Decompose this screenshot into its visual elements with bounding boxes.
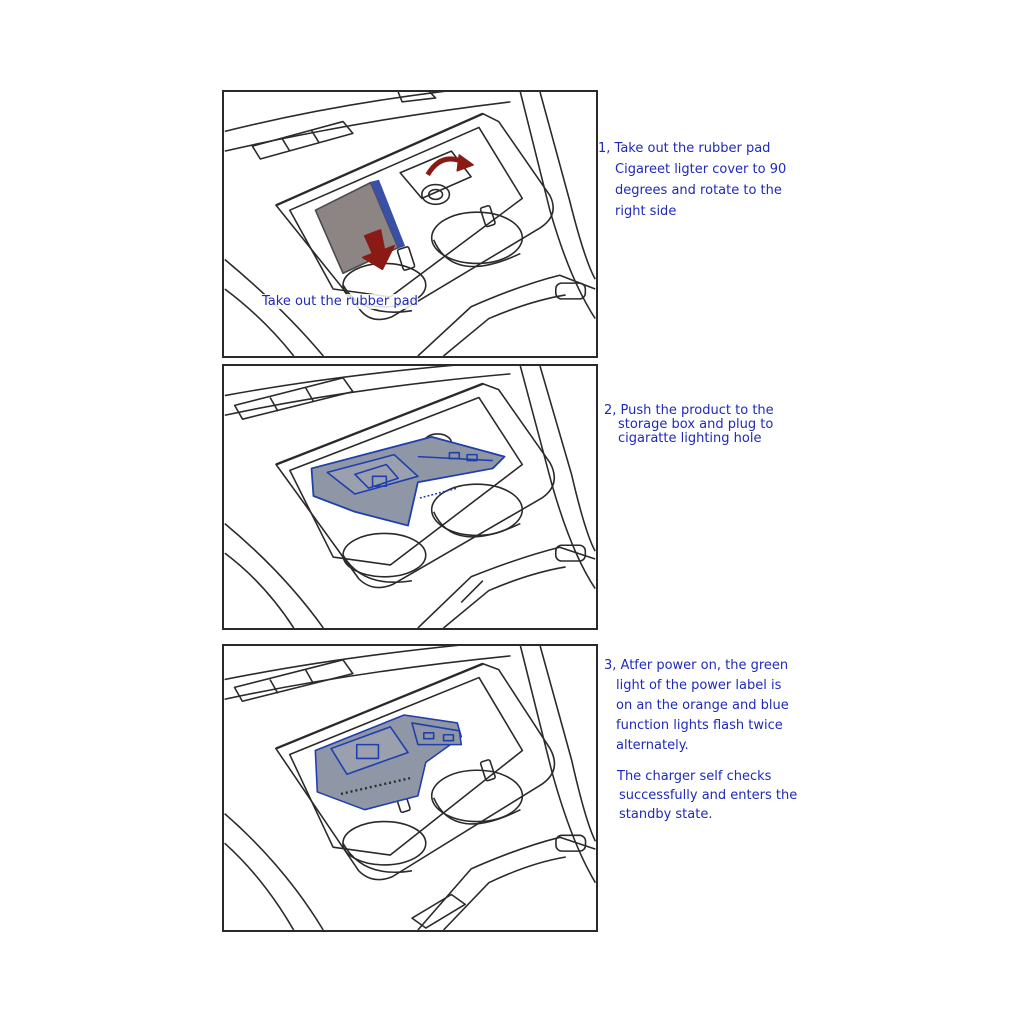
caption-line: 1, Take out the rubber pad	[598, 141, 771, 156]
note-line: The charger self checks	[617, 769, 772, 784]
step-3-note: The charger self checks successfully and…	[617, 767, 797, 824]
caption-line: light of the power label is	[616, 678, 782, 693]
caption-line: 3, Atfer power on, the green	[604, 658, 789, 673]
caption-line: Cigareet ligter cover to 90	[615, 162, 787, 177]
cup-holder-icon	[430, 483, 524, 537]
cup-holder-icon	[430, 211, 524, 265]
cigarette-lighter-icon	[399, 150, 472, 206]
step-3-caption: 3, Atfer power on, the green light of th…	[604, 656, 789, 756]
step-1-illustration	[222, 90, 598, 358]
step-2-illustration	[222, 364, 598, 630]
caption-line: on an the orange and blue	[616, 698, 789, 713]
car-console-drawing	[224, 92, 596, 356]
panel-label: Take out the rubber pad	[262, 294, 418, 309]
caption-line: cigaratte lighting hole	[618, 431, 762, 446]
car-console-drawing	[224, 366, 596, 628]
step-2-caption: 2, Push the product to the storage box a…	[604, 404, 774, 446]
wireless-charger-icon	[310, 436, 506, 527]
caption-line: degrees and rotate to the	[615, 183, 782, 198]
caption-line: 2, Push the product to the	[604, 403, 774, 418]
caption-line: right side	[615, 204, 677, 219]
cup-holder-icon	[430, 769, 524, 823]
caption-line: alternately.	[616, 738, 689, 753]
caption-line: function lights flash twice	[616, 718, 783, 733]
down-arrow-icon	[361, 229, 396, 271]
note-line: standby state.	[619, 807, 713, 822]
step-3-illustration	[222, 644, 598, 932]
car-console-drawing	[224, 646, 596, 930]
wireless-charger-icon	[314, 714, 463, 811]
caption-line: storage box and plug to	[618, 417, 774, 432]
note-line: successfully and enters the	[619, 788, 798, 803]
step-1-caption: 1, Take out the rubber pad Cigareet ligt…	[598, 138, 786, 222]
